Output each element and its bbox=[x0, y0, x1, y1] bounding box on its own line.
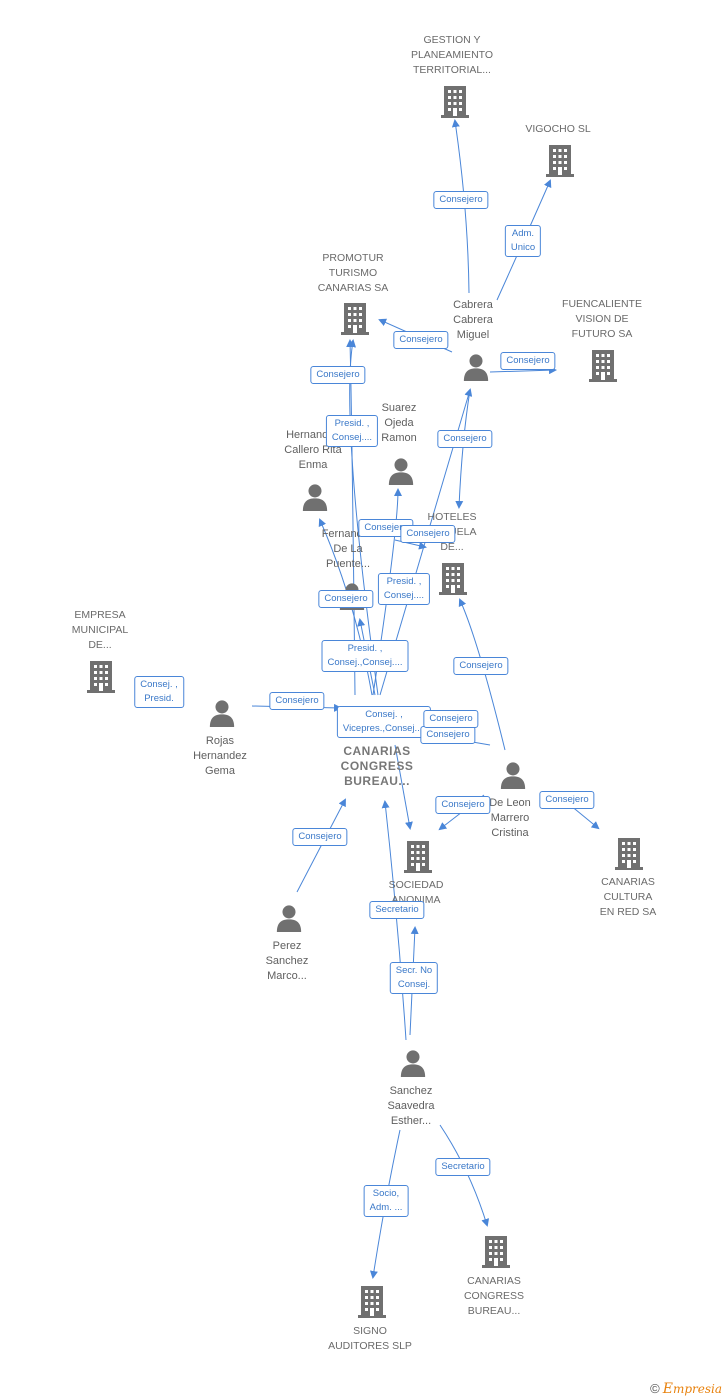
company-label[interactable]: SIGNO AUDITORES SLP bbox=[328, 1325, 412, 1352]
relation-label[interactable]: Consejero bbox=[453, 657, 509, 675]
relation-label[interactable]: Consejero bbox=[435, 796, 491, 814]
relation-label[interactable]: Consejero bbox=[269, 692, 325, 710]
person-icon[interactable] bbox=[500, 762, 526, 789]
building-icon[interactable] bbox=[341, 303, 369, 335]
company-label[interactable]: VIGOCHO SL bbox=[525, 123, 591, 135]
relation-label[interactable]: Adm. Unico bbox=[504, 225, 542, 257]
building-icon[interactable] bbox=[589, 350, 617, 382]
relation-label[interactable]: Consej. , Vicepres.,Consej.... bbox=[336, 706, 432, 738]
company-label[interactable]: EMPRESA MUNICIPAL DE... bbox=[71, 609, 129, 651]
relation-label[interactable]: Consej. , Presid. bbox=[134, 676, 184, 708]
brand-initial: E bbox=[662, 1381, 673, 1397]
edge-line bbox=[489, 366, 557, 375]
company-label[interactable]: GESTION Y PLANEAMIENTO TERRITORIAL... bbox=[410, 34, 494, 76]
relation-label[interactable]: Consejero bbox=[423, 710, 479, 728]
relation-label[interactable]: Consejero bbox=[292, 828, 348, 846]
building-icon[interactable] bbox=[615, 838, 643, 870]
building-icon[interactable] bbox=[439, 563, 467, 595]
empresia-brand[interactable]: ©Empresia bbox=[650, 1381, 722, 1397]
relation-label[interactable]: Consejero bbox=[420, 726, 476, 744]
relation-label[interactable]: Consejero bbox=[433, 191, 489, 209]
building-icon[interactable] bbox=[404, 841, 432, 873]
edge-line bbox=[394, 744, 413, 830]
relation-label[interactable]: Consejero bbox=[393, 331, 449, 349]
building-icon[interactable] bbox=[482, 1236, 510, 1268]
brand-name: mpresia bbox=[672, 1382, 722, 1396]
relation-label[interactable]: Secr. No Consej. bbox=[389, 962, 439, 994]
person-icon[interactable] bbox=[388, 458, 414, 485]
person-label[interactable]: Cabrera Cabrera Miguel bbox=[453, 299, 493, 341]
company-label[interactable]: CANARIAS CONGRESS BUREAU... bbox=[463, 1275, 525, 1317]
relation-label[interactable]: Consejero bbox=[400, 525, 456, 543]
person-icon[interactable] bbox=[400, 1050, 426, 1077]
building-icon[interactable] bbox=[358, 1286, 386, 1318]
relation-label[interactable]: Secretario bbox=[369, 901, 425, 919]
relation-label[interactable]: Socio, Adm. ... bbox=[363, 1185, 409, 1217]
relation-label[interactable]: Presid. , Consej.... bbox=[325, 415, 379, 447]
relation-label[interactable]: Secretario bbox=[435, 1158, 491, 1176]
person-label[interactable]: De Leon Marrero Cristina bbox=[489, 797, 531, 839]
person-icon[interactable] bbox=[209, 700, 235, 727]
person-label[interactable]: Suarez Ojeda Ramon bbox=[381, 402, 417, 444]
copyright-icon: © bbox=[650, 1381, 660, 1396]
company-label[interactable]: PROMOTUR TURISMO CANARIAS SA bbox=[317, 252, 389, 294]
person-icon[interactable] bbox=[302, 484, 328, 511]
relation-label[interactable]: Consejero bbox=[318, 590, 374, 608]
building-icon[interactable] bbox=[546, 145, 574, 177]
relation-label[interactable]: Consejero bbox=[539, 791, 595, 809]
person-label[interactable]: Perez Sanchez Marco... bbox=[265, 940, 309, 982]
building-icon[interactable] bbox=[441, 86, 469, 118]
company-label[interactable]: FUENCALIENTE VISION DE FUTURO SA bbox=[562, 298, 642, 340]
person-icon[interactable] bbox=[276, 905, 302, 932]
relation-label[interactable]: Consejero bbox=[358, 519, 414, 537]
edge-line bbox=[394, 539, 427, 550]
edge-line bbox=[381, 800, 407, 1041]
person-label[interactable]: Sanchez Saavedra Esther... bbox=[387, 1085, 435, 1127]
person-icon[interactable] bbox=[463, 354, 489, 381]
relation-label[interactable]: Presid. , Consej.,Consej.... bbox=[321, 640, 409, 672]
company-label[interactable]: CANARIAS CONGRESS BUREAU... bbox=[340, 744, 414, 788]
relation-label[interactable]: Consejero bbox=[437, 430, 493, 448]
relation-label[interactable]: Consejero bbox=[500, 352, 556, 370]
relation-label[interactable]: Consejero bbox=[310, 366, 366, 384]
relation-label[interactable]: Presid. , Consej.... bbox=[377, 573, 431, 605]
edge-line bbox=[348, 339, 379, 696]
company-label[interactable]: CANARIAS CULTURA EN RED SA bbox=[599, 876, 657, 918]
person-label[interactable]: Rojas Hernandez Gema bbox=[193, 735, 247, 777]
building-icon[interactable] bbox=[87, 661, 115, 693]
edge-line bbox=[296, 798, 346, 893]
